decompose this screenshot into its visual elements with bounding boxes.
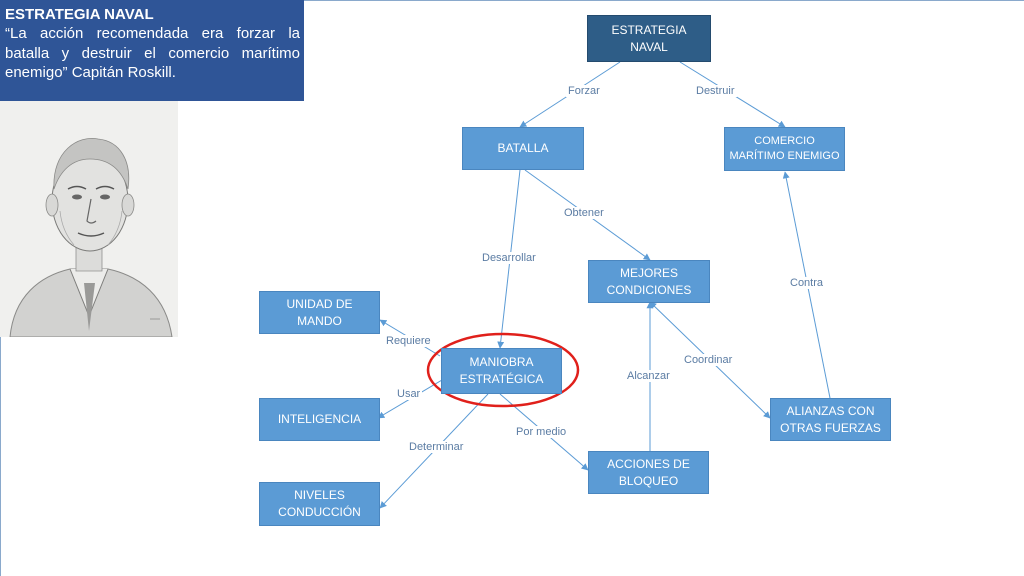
edge-label-usar: Usar (395, 388, 423, 400)
node-comercio: COMERCIO MARÍTIMO ENEMIGO (724, 127, 845, 171)
node-maniobra-estrategica-label: MANIOBRA ESTRATÉGICA (459, 355, 544, 386)
top-border-line (0, 0, 1024, 1)
node-alianzas-label: ALIANZAS CON OTRAS FUERZAS (780, 403, 881, 435)
title-box: ESTRATEGIA NAVAL “La acción recomendada … (0, 0, 304, 101)
edge-label-contra: Contra (788, 277, 826, 289)
edge-label-obtener: Obtener (562, 207, 606, 219)
node-mejores-condiciones-label: MEJORES CONDICIONES (606, 265, 692, 297)
node-estrategia-naval-label: ESTRATEGIA NAVAL (611, 22, 687, 54)
node-comercio-label: COMERCIO MARÍTIMO ENEMIGO (729, 135, 840, 162)
node-maniobra-estrategica: MANIOBRA ESTRATÉGICA (441, 348, 562, 394)
node-acciones-de-bloqueo-label: ACCIONES DE BLOQUEO (607, 456, 690, 488)
edge-label-forzar: Forzar (566, 85, 602, 97)
node-estrategia-naval: ESTRATEGIA NAVAL (587, 15, 711, 62)
edge-label-alcanzar: Alcanzar (625, 370, 672, 382)
node-batalla: BATALLA (462, 127, 584, 170)
edge-label-desarrollar: Desarrollar (480, 252, 538, 264)
node-inteligencia-label: INTELIGENCIA (277, 412, 362, 426)
edge-label-determinar: Determinar (407, 441, 466, 453)
roskill-quote: “La acción recomendada era forzar la bat… (5, 25, 300, 81)
node-acciones-de-bloqueo: ACCIONES DE BLOQUEO (588, 451, 709, 494)
edge-label-coordinar: Coordinar (682, 354, 735, 366)
edge-label-requiere: Requiere (384, 335, 433, 347)
portrait-image (0, 101, 178, 337)
edge-label-destruir: Destruir (694, 85, 737, 97)
node-niveles-conduccion: NIVELES CONDUCCIÓN (259, 482, 380, 526)
slide-title: ESTRATEGIA NAVAL (5, 6, 154, 23)
node-unidad-de-mando-label: UNIDAD DE MANDO (286, 296, 353, 328)
node-unidad-de-mando: UNIDAD DE MANDO (259, 291, 380, 334)
node-inteligencia: INTELIGENCIA (259, 398, 380, 441)
node-mejores-condiciones: MEJORES CONDICIONES (588, 260, 710, 303)
highlight-circle (426, 332, 580, 408)
node-alianzas: ALIANZAS CON OTRAS FUERZAS (770, 398, 891, 441)
portrait-sketch-icon (0, 101, 178, 337)
node-batalla-label: BATALLA (497, 141, 549, 155)
edge-label-por-medio: Por medio (514, 426, 569, 438)
node-niveles-conduccion-label: NIVELES CONDUCCIÓN (278, 488, 361, 519)
